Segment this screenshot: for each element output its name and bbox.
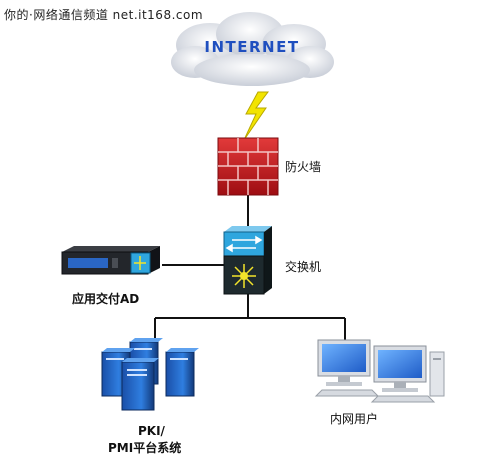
users-label: 内网用户 xyxy=(330,412,379,426)
firewall-label: 防火墙 xyxy=(285,160,322,174)
servers-label-line1: PKI/ xyxy=(138,424,165,438)
internet-label: INTERNET xyxy=(204,38,299,56)
adc-appliance-icon xyxy=(61,246,160,275)
watermark: 你的·网络通信频道 net.it168.com xyxy=(4,8,204,22)
servers-icon xyxy=(101,338,199,411)
internet-cloud-icon xyxy=(171,12,334,86)
switch-icon xyxy=(223,226,272,295)
switch-label: 交换机 xyxy=(285,260,322,274)
workstation-right xyxy=(370,345,445,403)
lightning-icon xyxy=(243,91,269,141)
servers-label-line2: PMI平台系统 xyxy=(108,441,182,455)
firewall-icon xyxy=(217,137,279,196)
adc-label: 应用交付AD xyxy=(72,292,140,306)
user-workstations-icon xyxy=(314,339,445,403)
workstation-left xyxy=(314,339,380,397)
connection-lines xyxy=(154,195,346,345)
